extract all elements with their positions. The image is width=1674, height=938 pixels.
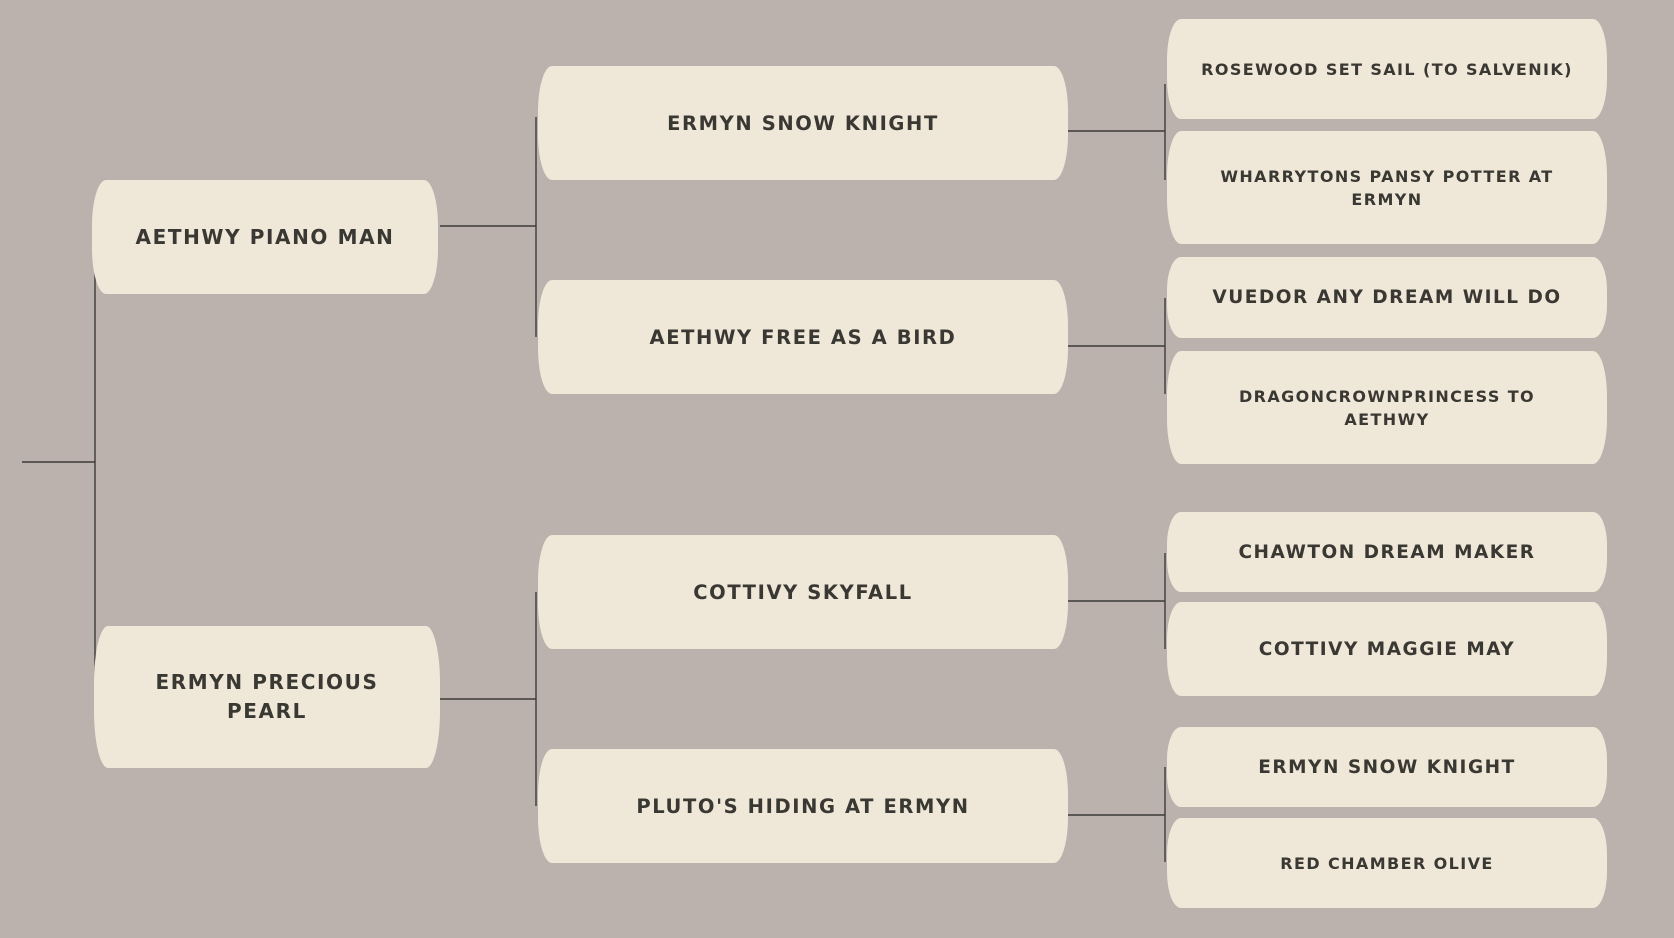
great-grandparent-box-4: DRAGONCROWNPRINCESS TO AETHWY: [1167, 351, 1607, 464]
grandparent-name: AETHWY FREE AS A BIRD: [649, 325, 957, 349]
great-grandparent-box-2: WHARRYTONS PANSY POTTER AT ERMYN: [1167, 131, 1607, 244]
grandparent-name: PLUTO'S HIDING AT ERMYN: [636, 794, 970, 818]
great-grandparent-box-6: COTTIVY MAGGIE MAY: [1167, 602, 1607, 696]
parent-name: ERMYN PRECIOUS PEARL: [155, 670, 379, 723]
great-grandparent-name: RED CHAMBER OLIVE: [1280, 853, 1494, 873]
grandparent-name: ERMYN SNOW KNIGHT: [667, 111, 939, 135]
great-grandparent-name: VUEDOR ANY DREAM WILL DO: [1212, 287, 1562, 308]
parent-box-1: AETHWY PIANO MAN: [92, 180, 438, 294]
great-grandparent-name: WHARRYTONS PANSY POTTER AT ERMYN: [1220, 166, 1554, 209]
great-grandparent-box-7: ERMYN SNOW KNIGHT: [1167, 727, 1607, 807]
grandparent-box-4: PLUTO'S HIDING AT ERMYN: [538, 749, 1068, 863]
great-grandparent-box-8: RED CHAMBER OLIVE: [1167, 818, 1607, 908]
parent-name: AETHWY PIANO MAN: [135, 224, 395, 249]
great-grandparent-name: DRAGONCROWNPRINCESS TO AETHWY: [1238, 386, 1536, 429]
great-grandparent-name: CHAWTON DREAM MAKER: [1238, 541, 1536, 563]
great-grandparent-name: COTTIVY MAGGIE MAY: [1258, 638, 1516, 660]
great-grandparent-box-5: CHAWTON DREAM MAKER: [1167, 512, 1607, 592]
great-grandparent-box-3: VUEDOR ANY DREAM WILL DO: [1167, 257, 1607, 338]
grandparent-box-1: ERMYN SNOW KNIGHT: [538, 66, 1068, 180]
grandparent-box-3: COTTIVY SKYFALL: [538, 535, 1068, 649]
great-grandparent-name: ERMYN SNOW KNIGHT: [1258, 756, 1516, 778]
great-grandparent-name: ROSEWOOD SET SAIL (TO SALVENIK): [1201, 59, 1573, 79]
parent-box-2: ERMYN PRECIOUS PEARL: [94, 626, 440, 768]
great-grandparent-box-1: ROSEWOOD SET SAIL (TO SALVENIK): [1167, 19, 1607, 119]
grandparent-box-2: AETHWY FREE AS A BIRD: [538, 280, 1068, 394]
grandparent-name: COTTIVY SKYFALL: [693, 580, 913, 604]
